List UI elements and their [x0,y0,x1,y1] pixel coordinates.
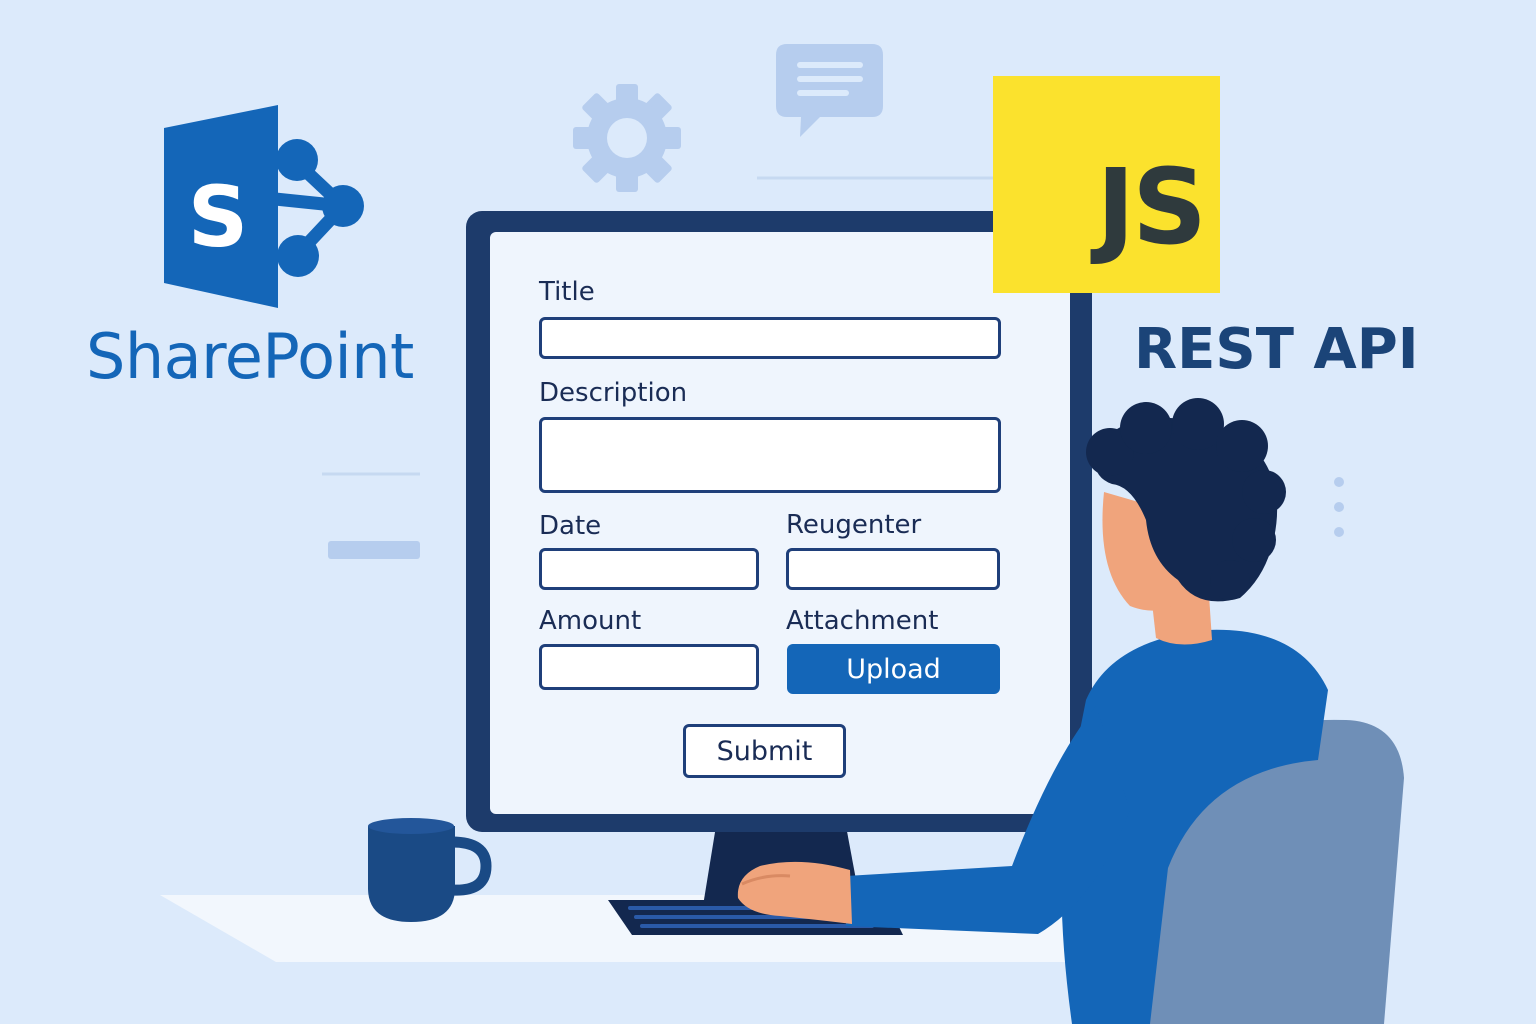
date-label: Date [539,511,602,541]
sharepoint-logo-icon: S [164,105,364,308]
sharepoint-brand-name: SharePoint [86,320,414,393]
description-label: Description [539,378,688,408]
decor-dots [1334,477,1344,537]
decor-bar [328,541,420,559]
gear-icon [573,84,681,192]
rest-api-label: REST API [1134,317,1419,382]
submit-button[interactable]: Submit [683,724,846,778]
requester-label: Reugenter [786,510,922,540]
js-badge [993,76,1220,293]
form-screen: Title Description Date Reugenter Amount … [490,232,1070,814]
date-input[interactable] [539,548,759,590]
coffee-mug [368,818,492,922]
title-input[interactable] [539,317,1001,359]
description-input[interactable] [539,417,1001,493]
sharepoint-logo-letter: S [188,168,249,266]
amount-label: Amount [539,606,642,636]
person-illustration [737,398,1328,1024]
attachment-label: Attachment [786,606,939,636]
js-badge-label: JS [1096,146,1207,268]
title-label: Title [539,277,595,307]
chat-bubble-icon [776,44,883,137]
upload-button[interactable]: Upload [787,644,1000,694]
amount-input[interactable] [539,644,759,690]
requester-input[interactable] [786,548,1000,590]
